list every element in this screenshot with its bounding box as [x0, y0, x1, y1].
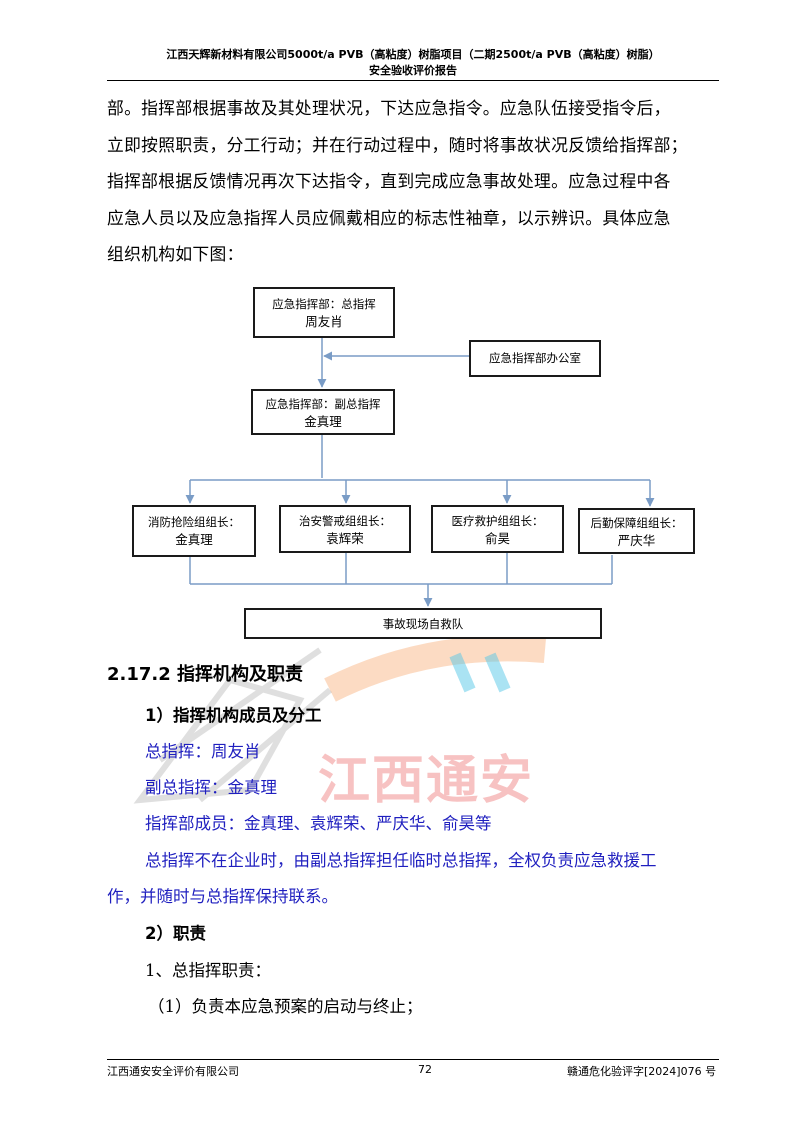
- deputy-box: 应急指挥部：副总指挥 金真理: [251, 389, 395, 435]
- group-box-logistics: 后勤保障组组长： 严庆华: [578, 508, 695, 554]
- intro-line: 部。指挥部根据事故及其处理状况，下达应急指令。应急队伍接受指令后，: [107, 98, 671, 118]
- note-line: 作，并随时与总指挥保持联系。: [107, 887, 338, 906]
- subsection-title: 2）职责: [145, 924, 206, 943]
- office-label: 应急指挥部办公室: [489, 351, 581, 365]
- rescue-team-box: 事故现场自救队: [244, 608, 602, 639]
- intro-paragraph: 部。指挥部根据事故及其处理状况，下达应急指令。应急队伍接受指令后， 立即按照职责…: [107, 90, 722, 273]
- report-header-title: 江西天辉新材料有限公司5000t/a PVB（高粘度）树脂项目（二期2500t/…: [166, 48, 660, 61]
- group-box-firefighting: 消防抢险组组长： 金真理: [132, 505, 256, 557]
- group-leader: 俞昊: [484, 531, 510, 546]
- intro-line: 指挥部根据反馈情况再次下达指令，直到完成应急事故处理。应急过程中各: [107, 171, 671, 191]
- subsection-title: 1）指挥机构成员及分工: [145, 706, 322, 725]
- group-box-security: 治安警戒组组长： 袁辉荣: [279, 505, 411, 553]
- group-leader: 金真理: [175, 532, 213, 547]
- duty-title: 1、总指挥职责：: [145, 961, 271, 980]
- commander-line: 总指挥：周友肖: [145, 742, 261, 761]
- header-rule: [107, 80, 719, 81]
- group-title: 医疗救护组组长：: [451, 514, 544, 528]
- group-leader: 袁辉荣: [326, 531, 364, 546]
- footer-report-code: 赣通危化验评字[2024]076 号: [567, 1065, 717, 1078]
- group-title: 后勤保障组组长：: [590, 516, 683, 530]
- office-box: 应急指挥部办公室: [469, 340, 601, 377]
- intro-line: 组织机构如下图：: [107, 244, 244, 264]
- intro-line: 应急人员以及应急指挥人员应佩戴相应的标志性袖章，以示辨识。具体应急: [107, 207, 671, 228]
- deputy-name: 金真理: [304, 414, 342, 429]
- deputy-title: 应急指挥部：副总指挥: [265, 397, 381, 411]
- section-title: 2.17.2 指挥机构及职责: [107, 664, 304, 685]
- commander-box: 应急指挥部：总指挥 周友肖: [253, 287, 395, 338]
- group-box-medical: 医疗救护组组长： 俞昊: [431, 505, 564, 553]
- duty-item: （1）负责本应急预案的启动与终止；: [148, 997, 423, 1016]
- group-leader: 严庆华: [617, 533, 656, 548]
- commander-name: 周友肖: [305, 314, 343, 329]
- intro-line: 立即按照职责，分工行动；并在行动过程中，随时将事故状况反馈给指挥部；: [107, 134, 688, 155]
- rescue-team-label: 事故现场自救队: [382, 617, 464, 631]
- report-header-subtitle: 安全验收评价报告: [369, 64, 457, 77]
- group-title: 消防抢险组组长：: [148, 515, 240, 529]
- members-line: 指挥部成员：金真理、袁辉荣、严庆华、俞昊等: [145, 814, 492, 833]
- footer-page-number: 72: [418, 1063, 432, 1076]
- footer-company: 江西通安安全评价有限公司: [107, 1065, 239, 1078]
- deputy-line: 副总指挥：金真理: [145, 778, 277, 797]
- group-title: 治安警戒组组长：: [299, 514, 391, 528]
- note-line: 总指挥不在企业时，由副总指挥担任临时总指挥，全权负责应急救援工: [145, 851, 657, 870]
- commander-title: 应急指挥部：总指挥: [272, 297, 376, 311]
- footer-rule: [107, 1059, 719, 1060]
